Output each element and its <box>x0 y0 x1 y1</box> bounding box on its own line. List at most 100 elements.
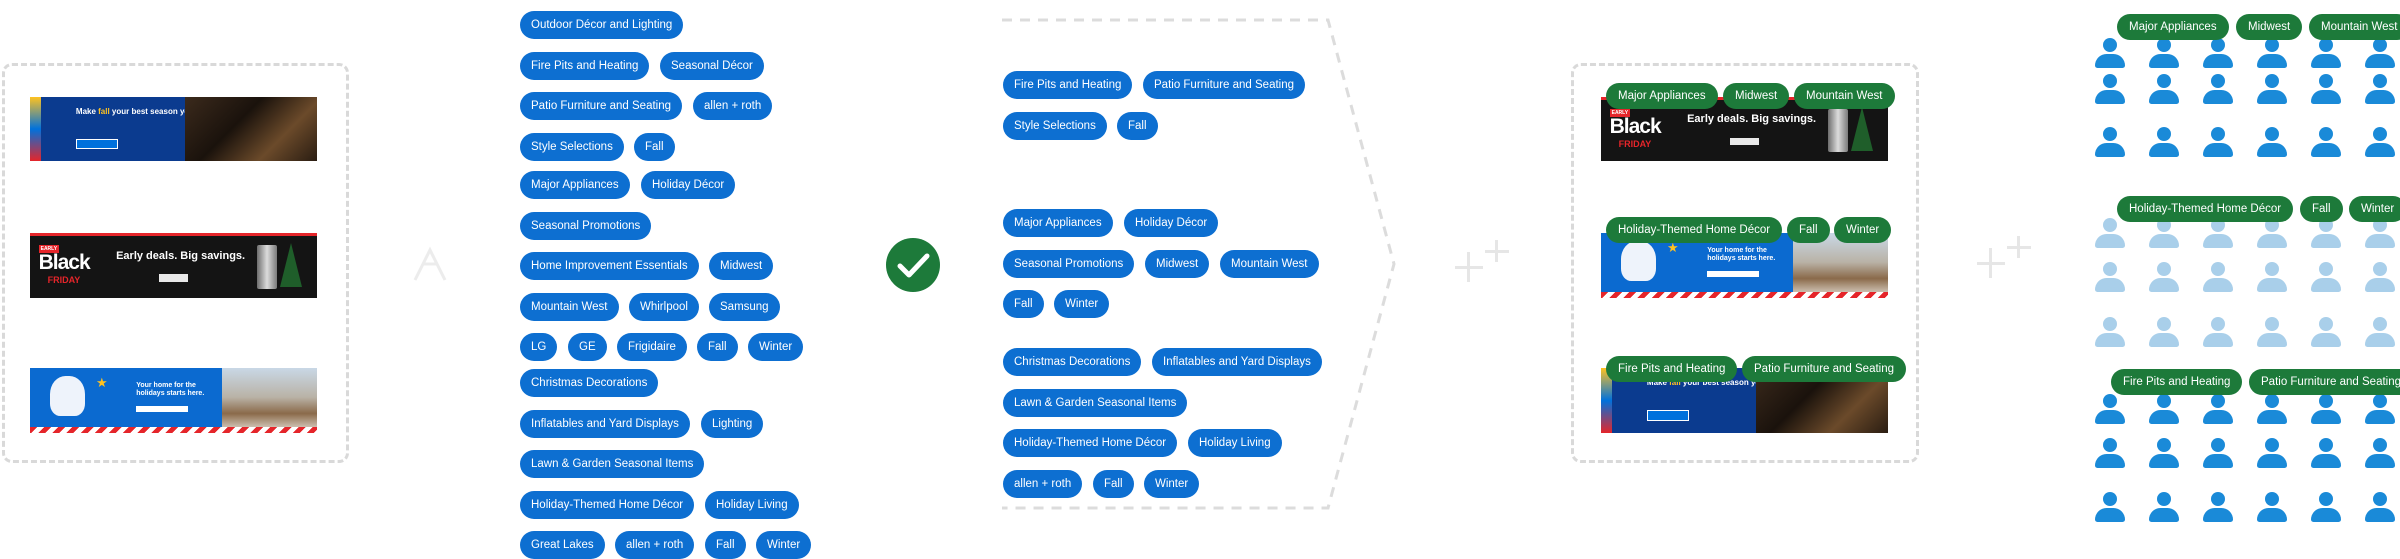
house-photo <box>222 368 317 433</box>
tag-chip: Seasonal Promotions <box>1003 249 1135 278</box>
tagged-banner-panel <box>1571 63 1919 463</box>
early-badge: EARLY <box>1609 108 1631 117</box>
banner-input-panel <box>2 63 349 463</box>
fall-banner: Make fall your best season yet. <box>30 97 317 161</box>
person-icon <box>2257 38 2287 68</box>
person-icon <box>2149 218 2179 248</box>
tag-chip: Patio Furniture and Seating <box>1143 71 1306 99</box>
tag-chip: Midwest <box>1145 249 1210 278</box>
banner-tag: Fire Pits and Heating <box>1606 356 1738 382</box>
person-icon <box>2149 74 2179 104</box>
tag-chip: Samsung <box>709 292 780 321</box>
person-icon <box>2311 492 2341 522</box>
tag-chip: Outdoor Décor and Lighting <box>520 11 684 39</box>
friday-word: FRIDAY <box>1618 138 1652 149</box>
person-icon <box>2257 218 2287 248</box>
person-icon <box>2311 218 2341 248</box>
tag-chip: Holiday-Themed Home Décor <box>520 490 695 519</box>
person-icon <box>2311 74 2341 104</box>
tag-chip: Holiday-Themed Home Décor <box>1003 429 1178 457</box>
person-icon <box>2149 438 2179 468</box>
tag-chip: Winter <box>748 333 804 361</box>
candy-stripe <box>30 427 317 433</box>
tag-chip: allen + roth <box>615 531 695 559</box>
banner-tag: Major Appliances <box>1606 83 1718 109</box>
tag-chip: Fall <box>1117 111 1158 140</box>
fire-pit-photo <box>184 97 317 161</box>
tag-chip: Fire Pits and Heating <box>1003 71 1133 99</box>
person-icon <box>2149 317 2179 347</box>
yeti-image <box>1621 240 1656 282</box>
audience-tag: Mountain West <box>2309 14 2400 40</box>
plus-icon <box>1455 240 1511 296</box>
tag-chip: Christmas Decorations <box>1003 348 1142 376</box>
house-photo <box>1793 233 1888 298</box>
audience-tag: Holiday-Themed Home Décor <box>2117 196 2294 222</box>
audience-tag: Major Appliances <box>2117 14 2229 40</box>
tag-chip: Winter <box>756 531 812 559</box>
tag-chip: Midwest <box>709 252 774 280</box>
person-icon <box>2311 262 2341 292</box>
tag-chip: Holiday Living <box>1188 429 1282 457</box>
person-icon <box>2203 317 2233 347</box>
tag-chip: Holiday Living <box>705 490 799 519</box>
person-icon <box>2257 438 2287 468</box>
person-icon <box>2365 38 2395 68</box>
tag-chip: Home Improvement Essentials <box>520 252 699 280</box>
star-icon: ★ <box>1667 239 1679 255</box>
black-friday-button <box>1730 137 1759 146</box>
black-friday-button <box>159 274 188 282</box>
person-icon <box>2203 74 2233 104</box>
person-icon <box>2149 394 2179 424</box>
audience-tag: Midwest <box>2236 14 2303 40</box>
banner-tag: Patio Furniture and Seating <box>1742 356 1907 382</box>
person-icon <box>2203 262 2233 292</box>
fall-banner-headline: Make fall your best season yet. <box>75 107 194 117</box>
person-icon <box>2311 127 2341 157</box>
friday-word: FRIDAY <box>47 274 81 285</box>
holiday-banner: ★ Your home for the holidays starts here… <box>30 368 317 433</box>
person-icon <box>2095 394 2125 424</box>
black-word: Black <box>38 250 91 274</box>
fridge-image <box>1827 108 1848 153</box>
tag-chip: Fall <box>705 531 746 559</box>
tag-chip: Major Appliances <box>1003 209 1113 237</box>
banner-stripe <box>1601 368 1613 433</box>
tag-chip: Winter <box>1054 290 1110 318</box>
person-icon <box>2149 127 2179 157</box>
tag-chip: Christmas Decorations <box>520 369 659 397</box>
plus-icon <box>1977 236 2033 292</box>
person-icon <box>2203 38 2233 68</box>
tag-chip: Style Selections <box>1003 111 1107 140</box>
person-icon <box>2149 38 2179 68</box>
fall-banner-button <box>1646 410 1690 421</box>
tag-chip: Mountain West <box>520 292 619 321</box>
tag-chip: Holiday Décor <box>1124 209 1219 237</box>
person-icon <box>2149 262 2179 292</box>
person-icon <box>2149 492 2179 522</box>
star-icon: ★ <box>96 374 108 390</box>
fridge-image <box>256 244 277 290</box>
tag-chip: Lighting <box>701 409 764 438</box>
person-icon <box>2365 74 2395 104</box>
person-icon <box>2257 394 2287 424</box>
person-icon <box>2365 127 2395 157</box>
person-icon <box>2365 317 2395 347</box>
sparkle-icon <box>413 246 447 281</box>
tag-chip: Lawn & Garden Seasonal Items <box>1003 388 1188 417</box>
tag-chip: Fire Pits and Heating <box>520 51 650 80</box>
person-icon <box>2311 394 2341 424</box>
banner-tag: Winter <box>1834 217 1892 243</box>
tag-chip: GE <box>568 333 607 361</box>
tag-chip: Fall <box>634 132 675 161</box>
banner-tag: Mountain West <box>1794 83 1895 109</box>
filtered-tags-arrow-panel <box>1002 18 1396 510</box>
black-word: Black <box>1609 114 1662 138</box>
holiday-banner-headline: Your home for the holidays starts here. <box>1707 247 1776 263</box>
tag-chip: Fall <box>1093 469 1134 498</box>
fall-banner-headline: Make fall your best season yet. <box>1646 378 1765 388</box>
person-icon <box>2257 317 2287 347</box>
black-friday-banner: EARLY Black FRIDAY Early deals. Big savi… <box>30 233 317 298</box>
person-icon <box>2095 438 2125 468</box>
early-badge: EARLY <box>38 244 60 253</box>
